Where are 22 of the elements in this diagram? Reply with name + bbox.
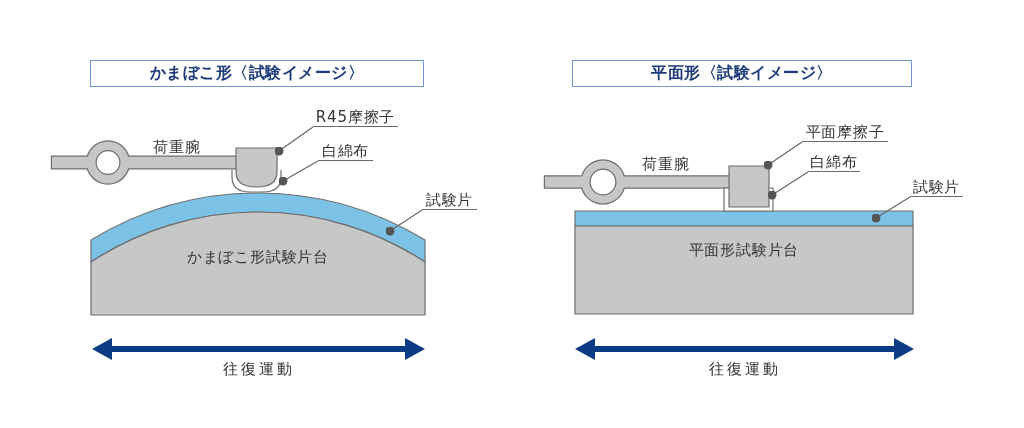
callout-label: 白綿布	[318, 142, 373, 161]
callout-label: 試験片	[910, 178, 963, 197]
leader-line	[385, 209, 423, 236]
motion-label: 往復運動	[221, 360, 295, 378]
callout-label: 試験片	[422, 191, 477, 210]
friction-piece	[236, 148, 277, 187]
title-box: 平面形〈試験イメージ〉	[572, 60, 912, 87]
leader-line	[871, 196, 911, 223]
leader-line	[767, 171, 809, 200]
load-arm: 荷重腕	[50, 136, 236, 186]
callout-label: 白綿布	[808, 153, 860, 172]
leader-line	[274, 126, 314, 156]
title-box: かまぼこ形〈試験イメージ〉	[90, 60, 424, 87]
motion-label: 往復運動	[707, 360, 781, 378]
callout-label: 平面摩擦子	[802, 123, 888, 142]
friction-piece	[729, 166, 769, 207]
leader-line	[278, 160, 319, 186]
load-arm: 荷重腕	[543, 153, 729, 205]
leader-line	[763, 141, 803, 170]
callout-label: R45摩擦子	[313, 108, 398, 127]
curved-base: かまぼこ形試験片台	[91, 212, 425, 315]
flat-base: 平面形試験片台	[575, 226, 913, 314]
